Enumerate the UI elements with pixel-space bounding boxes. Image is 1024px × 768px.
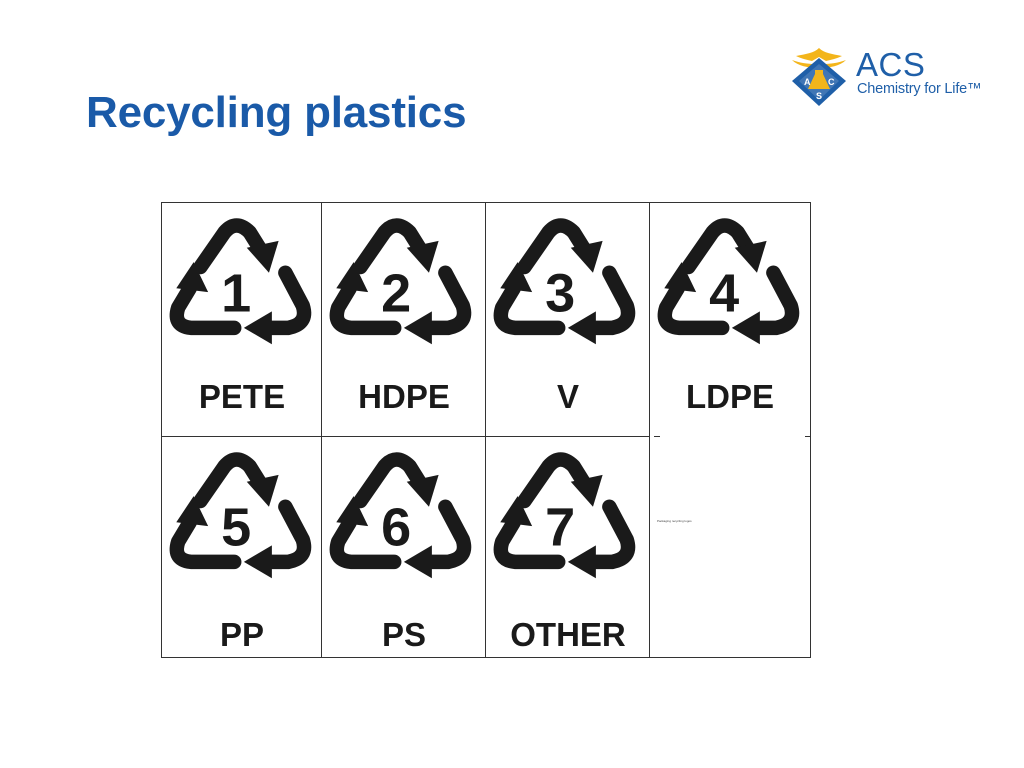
code-cell-4: 4 LDPE [650,203,810,437]
code-cell-3: 3 V [486,203,650,437]
code-number: 6 [381,497,411,557]
recycle-triangle-icon: 6 [324,445,476,585]
code-label: HDPE [358,378,450,415]
code-label: PS [381,616,427,653]
code-cell-6: 6 PS [322,437,486,657]
code-label: PETE [198,378,286,415]
grid-divider [162,436,650,437]
grid-divider [805,436,810,437]
recycling-codes-table: 1 PETE 2 HDPE 3 V 4 LDPE 5 PP [161,202,811,658]
svg-text:S: S [816,91,822,101]
code-number: 2 [381,263,411,323]
slide-title: Recycling plastics [86,88,467,137]
code-number: 3 [545,263,575,323]
code-cell-5: 5 PP [162,437,322,657]
recycle-triangle-icon: 2 [324,211,476,351]
svg-text:A: A [804,77,811,87]
code-label: OTHER [510,616,626,653]
recycle-triangle-icon: 3 [488,211,640,351]
empty-cell [650,437,810,657]
code-cell-7: 7 OTHER [486,437,650,657]
code-cell-1: 1 PETE [162,203,322,437]
recycle-triangle-icon: 4 [652,211,804,351]
acs-emblem-icon: A C S [792,48,846,106]
empty-cell-caption: Packaging recycling logos [657,519,692,523]
code-number: 5 [221,497,251,557]
svg-text:C: C [828,77,835,87]
grid-divider [649,203,650,657]
code-label: LDPE [685,378,774,415]
logo-name: ACS [856,46,926,83]
code-number: 7 [545,497,575,557]
code-label: PP [219,616,265,653]
acs-logo: A C S ACS Chemistry for Life™ [786,44,986,112]
grid-divider [485,203,486,657]
recycle-triangle-icon: 1 [164,211,316,351]
grid-divider [321,203,322,657]
code-number: 1 [221,263,251,323]
code-cell-2: 2 HDPE [322,203,486,437]
recycle-triangle-icon: 7 [488,445,640,585]
code-label: V [556,378,579,415]
recycle-triangle-icon: 5 [164,445,316,585]
grid-divider [654,436,660,437]
code-number: 4 [709,263,739,323]
logo-tagline: Chemistry for Life™ [857,81,982,97]
